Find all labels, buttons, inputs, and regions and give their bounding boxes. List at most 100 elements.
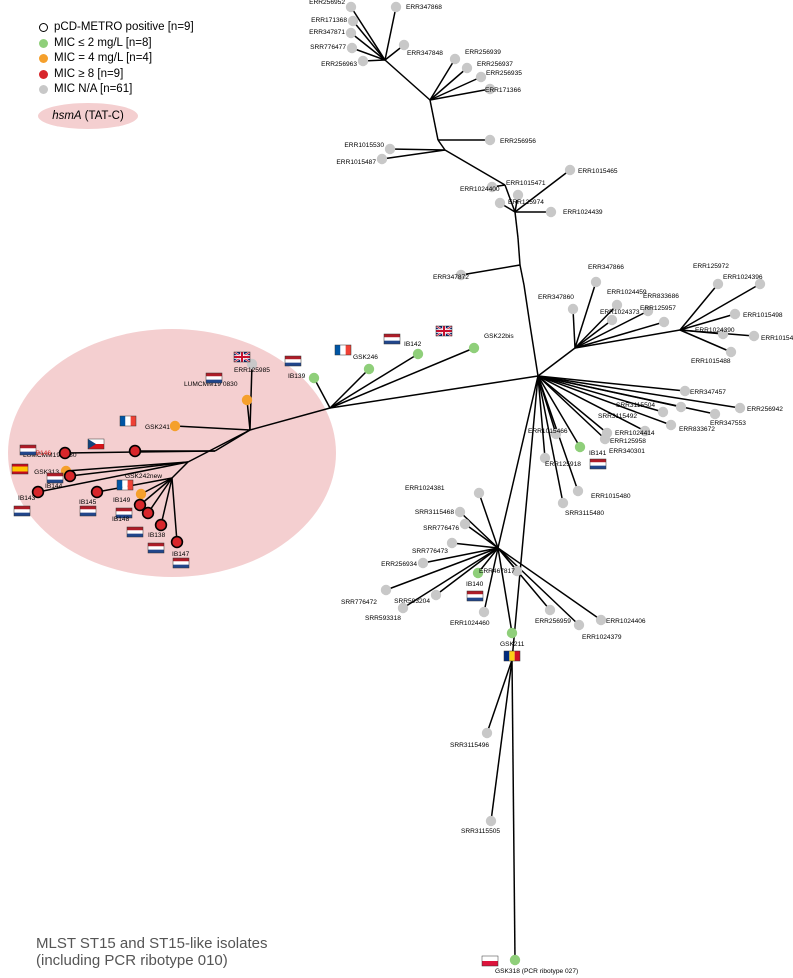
leaf-err1015498: ERR1015498 (729, 308, 783, 320)
tree-branch (574, 319, 613, 349)
leaf-ib148: IB148 (112, 506, 155, 538)
leaf-srr3115492: SRR3115492 (598, 406, 669, 420)
leaf-label: ERR347457 (690, 389, 726, 396)
leaf-node-dot (58, 446, 72, 460)
leaf-node-dot (564, 164, 576, 176)
tree-branch (679, 329, 732, 353)
tree-branch (483, 547, 499, 613)
leaf-node-dot (717, 328, 729, 340)
leaf-err125957: ERR125957 (640, 305, 676, 328)
leaf-node-dot (539, 452, 551, 464)
leaf-label: ERR1024439 (563, 209, 603, 216)
leaf-node-dot (308, 372, 320, 384)
flag-fr-icon (116, 479, 134, 491)
leaf-node-dot (484, 134, 496, 146)
leaf-err833672: ERR833672 (665, 419, 715, 433)
leaf-srr776473: SRR776473 (412, 537, 458, 555)
leaf-node-dot (478, 606, 490, 618)
leaf-node-dot (545, 206, 557, 218)
leaf-label: ERR1024390 (695, 327, 735, 334)
leaf-err1015465: ERR1015465 (564, 164, 618, 176)
flag-es-icon (11, 463, 29, 475)
tree-branch (384, 6, 397, 61)
leaf-label: SRR3115468 (415, 509, 454, 516)
tree-branch (437, 139, 446, 151)
leaf-label: ERR1015465 (578, 168, 618, 175)
tree-branch (537, 375, 741, 409)
leaf-err347871: ERR347871 (309, 27, 357, 39)
leaf-node-dot (90, 485, 104, 499)
leaf-err1015480: ERR1015480 (572, 485, 631, 500)
leaf-err125974: ERR125974 (494, 197, 544, 209)
tree-branch (511, 659, 516, 961)
leaf-err340301: ERR340301 (599, 433, 645, 455)
leaf-node-dot (642, 305, 654, 317)
tree-branch (329, 368, 370, 409)
leaf-err1024400: ERR1024400 (460, 181, 500, 193)
leaf-err1015530: ERR1015530 (344, 142, 396, 155)
leaf-err256939: ERR256939 (449, 49, 501, 65)
leaf-err125972: ERR125972 (693, 263, 729, 290)
leaf-ib149: IB149 (113, 497, 147, 519)
leaf-node-dot (459, 518, 471, 530)
leaf-err347872: ERR347872 (433, 269, 469, 281)
leaf-node-dot (449, 53, 461, 65)
tree-branch (497, 547, 602, 621)
leaf-label: LUMCMM19 0880 (23, 452, 77, 459)
tree-branch (389, 148, 446, 151)
leaf-label: ERR256963 (321, 61, 357, 68)
leaf-err347868: ERR347868 (390, 1, 442, 13)
leaf-lumcmm19-0880: LUMCMM19 0880 (23, 438, 142, 459)
leaf-node-dot (725, 346, 737, 358)
flag-ro-icon (503, 650, 521, 662)
tree-branch (517, 237, 521, 266)
leaf-gsk246: GSK246 (334, 344, 378, 375)
flag-uk-icon (233, 351, 251, 363)
leaf-label: ERR467817 (479, 568, 515, 575)
leaf-ib138: IB138 (147, 518, 168, 554)
tree-branch (572, 308, 576, 349)
leaf-srr3115480: SRR3115480 (557, 497, 604, 517)
leaf-err347553: ERR347553 (709, 408, 746, 427)
tree-branch (537, 375, 608, 434)
green-dot-icon (39, 38, 48, 48)
leaf-node-dot (550, 428, 562, 440)
leaf-node-dot (141, 506, 155, 520)
leaf-label: ERR1024381 (405, 485, 445, 492)
leaf-label: ERR1024400 (460, 186, 500, 193)
leaf-node-dot (169, 420, 181, 432)
leaf-label: GSK318 (PCR ribotype 027) (495, 968, 578, 975)
legend-item-mic-low: MIC ≤ 2 mg/L [n=8] (39, 36, 194, 52)
hsma-suffix: (TAT-C) (84, 110, 124, 122)
caption-line1: MLST ST15 and ST15-like isolates (36, 935, 268, 952)
tree-branch (497, 547, 513, 634)
leaf-node-dot (345, 27, 357, 39)
legend-item-metro: pCD-METRO positive [n=9] (39, 20, 194, 36)
tree-branch (147, 477, 173, 514)
leaf-label: SRR3115492 (598, 413, 637, 420)
leaf-label: ERR1024396 (723, 274, 763, 281)
caption-line2: (including PCR ribotype 010) (36, 952, 228, 969)
leaf-ib139: IB139 (284, 355, 320, 384)
leaf-node-dot (494, 197, 506, 209)
leaf-err347866: ERR347866 (588, 264, 624, 288)
tree-branch (574, 281, 597, 349)
leaf-node-dot (544, 604, 556, 616)
leaf-label: SRR593204 (394, 598, 430, 605)
leaf-node-dot (376, 153, 388, 165)
leaf-err171368: ERR171368 (311, 15, 359, 27)
leaf-ib143: IB143 (13, 485, 45, 517)
leaf-label: ERR1015480 (591, 493, 631, 500)
leaf-label: IB145 (79, 499, 97, 506)
tree-branch (537, 375, 686, 392)
leaf-node-dot (135, 488, 147, 500)
tree-branch (537, 375, 664, 413)
leaf-node-dot (573, 619, 585, 631)
leaf-label: SRR3115504 (616, 402, 655, 409)
leaf-node-dot (397, 602, 409, 614)
flag-nl-icon (46, 472, 64, 484)
leaf-label: ERR125972 (693, 263, 729, 270)
leaf-label: ERR1015487 (336, 159, 376, 166)
tree-branch (679, 283, 761, 331)
